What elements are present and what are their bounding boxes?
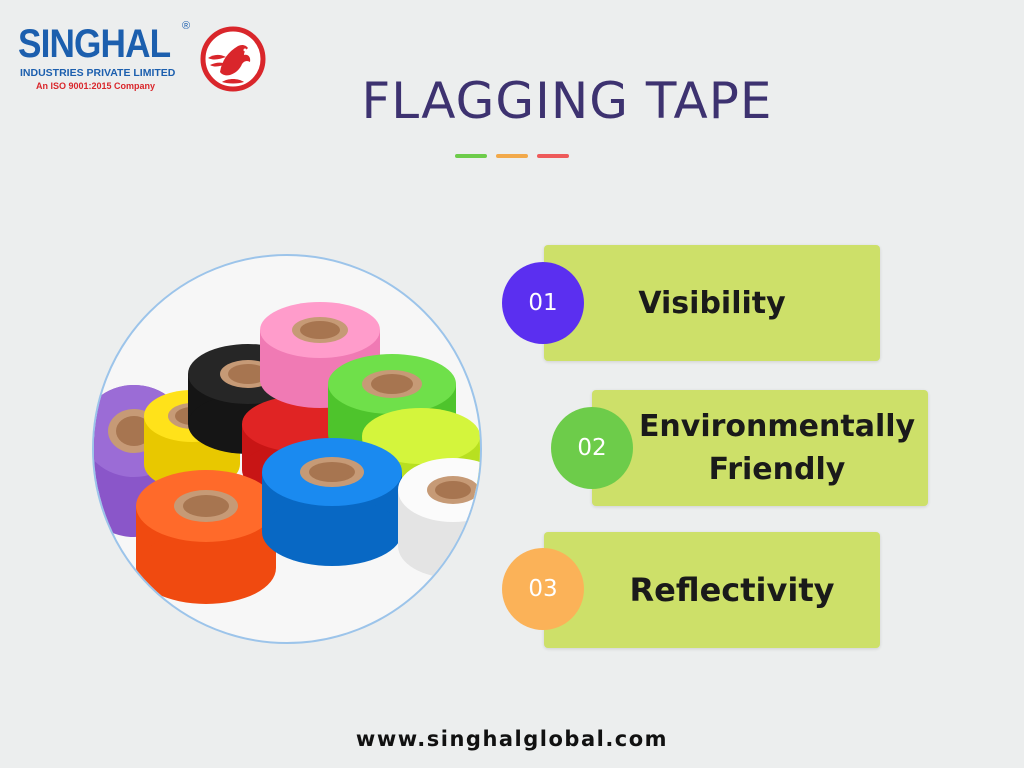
white-tape-roll bbox=[398, 458, 480, 578]
title-underline-orange bbox=[496, 154, 528, 158]
flagging-tape-rolls-image bbox=[94, 302, 480, 604]
title-underline-green bbox=[455, 154, 487, 158]
logo-subtitle: INDUSTRIES PRIVATE LIMITED bbox=[20, 67, 176, 79]
feature-card-visibility: Visibility bbox=[544, 245, 880, 361]
feature-label-line1: Environmentally bbox=[638, 408, 916, 444]
feature-number-badge: 01 bbox=[502, 262, 584, 344]
orange-tape-roll bbox=[136, 470, 276, 604]
feature-number-badge: 03 bbox=[502, 548, 584, 630]
feature-card-reflectivity: Reflectivity bbox=[544, 532, 880, 648]
logo-iso-tagline: An ISO 9001:2015 Company bbox=[36, 81, 156, 91]
pegasus-emblem-icon bbox=[200, 26, 266, 92]
feature-label: Visibility bbox=[638, 285, 786, 321]
page-title: FLAGGING TAPE bbox=[361, 72, 773, 130]
logo-wordmark: SINGHAL bbox=[18, 22, 171, 66]
blue-tape-roll bbox=[262, 438, 402, 566]
company-logo: SINGHAL ® INDUSTRIES PRIVATE LIMITED An … bbox=[18, 20, 278, 102]
feature-number-badge: 02 bbox=[551, 407, 633, 489]
feature-label: Reflectivity bbox=[629, 571, 835, 609]
feature-card-environmentally-friendly: Environmentally Friendly bbox=[592, 390, 928, 506]
website-url: www.singhalglobal.com bbox=[355, 727, 669, 751]
product-image-circle bbox=[92, 254, 482, 644]
feature-label-line2: Friendly bbox=[708, 452, 846, 487]
registered-mark: ® bbox=[182, 20, 191, 32]
title-underline-red bbox=[537, 154, 569, 158]
